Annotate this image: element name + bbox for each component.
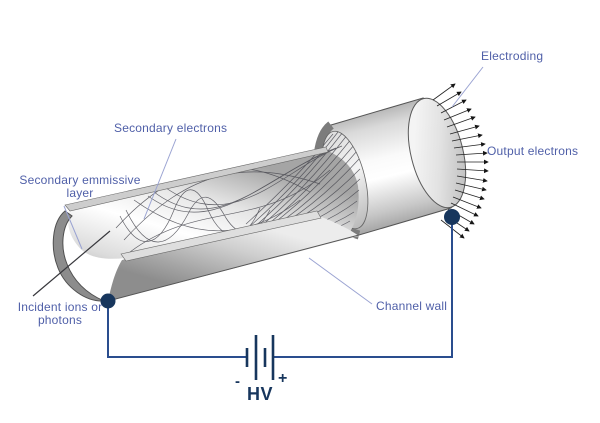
label-secondary-emissive-layer: Secondary emmissive layer bbox=[14, 174, 146, 200]
label-incident-line2: photons bbox=[37, 313, 83, 327]
hv-power-supply-label: HV bbox=[247, 384, 274, 404]
input-terminal-node bbox=[100, 293, 116, 309]
output-terminal-node bbox=[444, 209, 460, 225]
label-output-electrons: Output electrons bbox=[487, 144, 579, 158]
label-channel-wall: Channel wall bbox=[376, 299, 448, 313]
leader-lines bbox=[63, 66, 484, 305]
secondary-electron-trajectories bbox=[115, 131, 361, 253]
incident-ray bbox=[32, 230, 111, 297]
tube-bottom-edge bbox=[107, 234, 360, 302]
wire-negative bbox=[107, 301, 246, 358]
label-secondary-electrons: Secondary electrons bbox=[114, 121, 228, 135]
leader-emissive-layer bbox=[63, 205, 83, 250]
leader-channel-wall bbox=[308, 257, 373, 305]
near-wall-cut-edge bbox=[120, 210, 322, 262]
label-secondary-emissive-line2: layer bbox=[66, 186, 94, 200]
leader-electroding bbox=[451, 66, 484, 108]
leader-secondary-electrons bbox=[143, 138, 177, 220]
battery-icon bbox=[245, 335, 275, 380]
label-electroding: Electroding bbox=[481, 49, 544, 63]
near-wall-outer-surface bbox=[108, 216, 359, 301]
battery-negative-sign: - bbox=[235, 373, 241, 390]
circuit-wiring bbox=[107, 217, 453, 358]
label-incident-ions: Incident ions or photons bbox=[8, 301, 112, 327]
wire-positive bbox=[274, 217, 453, 358]
label-secondary-emissive-line1: Secondary emmissive bbox=[19, 173, 141, 187]
label-incident-line1: Incident ions or bbox=[17, 300, 103, 314]
far-wall-cut-edge bbox=[64, 146, 329, 212]
battery-positive-sign: + bbox=[278, 370, 288, 387]
